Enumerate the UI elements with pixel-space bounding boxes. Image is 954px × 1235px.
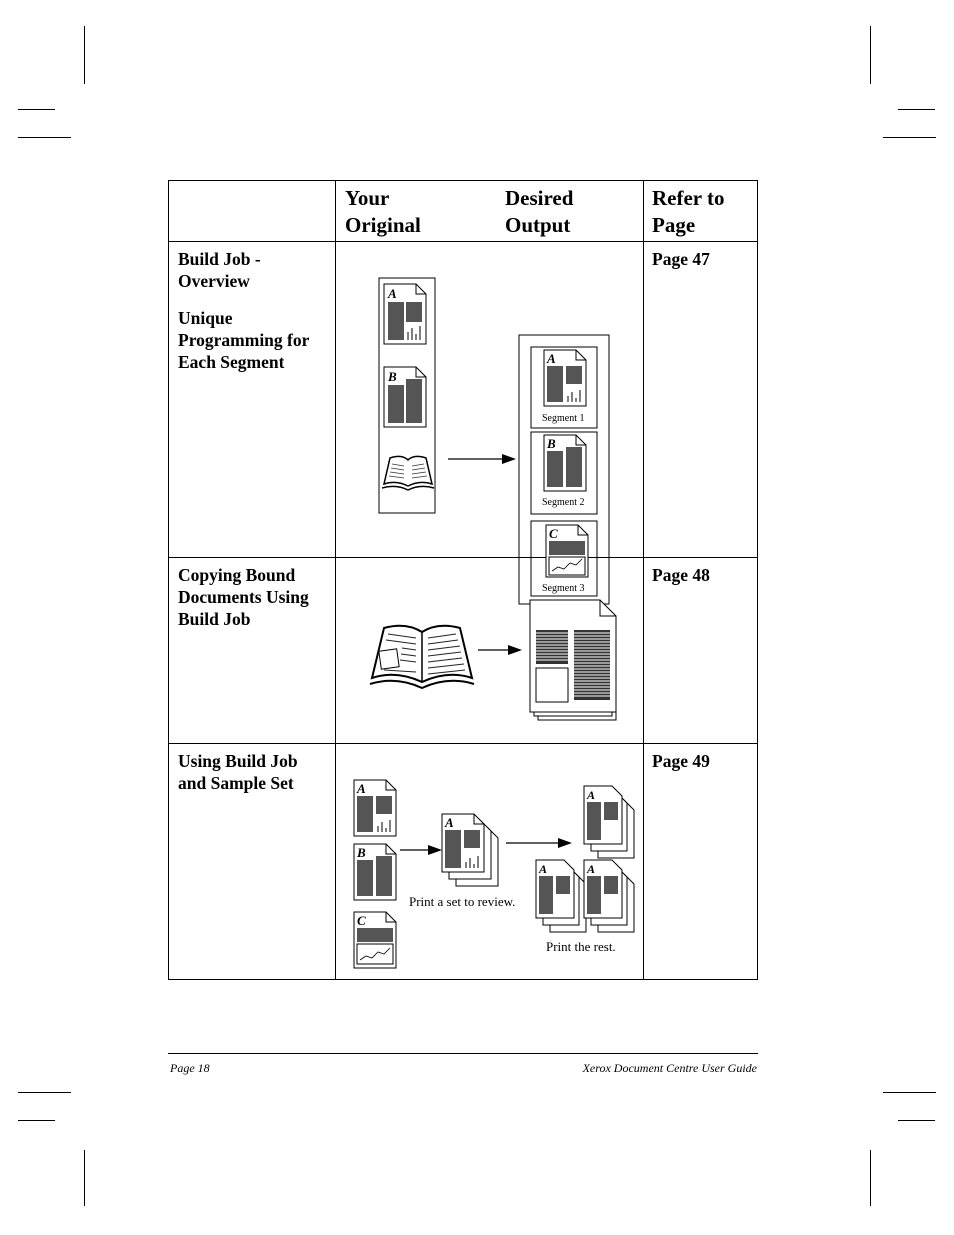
header-ref-line2: Page [652, 213, 696, 237]
page-a-icon: A [543, 349, 587, 407]
page-b-icon: B [543, 434, 587, 492]
row-illustration-cell: A B [335, 241, 644, 605]
crop-mark [18, 137, 71, 138]
page-reference: Page 47 [652, 249, 710, 269]
header-ref-cell: Refer to Page [643, 180, 758, 242]
arrow-icon [400, 845, 442, 855]
page-b-icon: B [353, 843, 397, 901]
arrow-icon [448, 454, 516, 464]
crop-mark [18, 1120, 55, 1121]
page-reference: Page 48 [652, 565, 710, 585]
crop-mark [84, 1150, 85, 1206]
header-original: Your Original [345, 185, 421, 239]
row-label-cell: Using Build Job and Sample Set [168, 743, 336, 980]
build-job-table: Your Original Desired Output Refer to Pa… [168, 180, 758, 980]
svg-text:A: A [387, 286, 397, 301]
header-ref: Refer to Page [652, 185, 725, 239]
crop-mark [898, 1120, 935, 1121]
header-original-line1: Your [345, 186, 390, 210]
svg-text:B: B [356, 845, 366, 860]
svg-text:A: A [356, 781, 366, 796]
output-set-icon: A [583, 859, 635, 933]
page-c-icon: C [353, 911, 397, 969]
segment-label: Segment 2 [542, 497, 585, 508]
open-book-icon [381, 455, 435, 491]
table-row: Build Job - Overview Unique Programming … [168, 241, 758, 605]
sample-set-icon: A [441, 813, 499, 887]
table-header-row: Your Original Desired Output Refer to Pa… [168, 180, 758, 242]
build-job-overview-diagram: A B [378, 277, 610, 605]
open-book-icon [369, 624, 475, 690]
svg-text:C: C [549, 526, 558, 541]
svg-text:A: A [586, 862, 595, 876]
page-b-icon: B [383, 366, 427, 428]
row-title: Copying Bound Documents Using Build Job [178, 565, 309, 629]
crop-mark [883, 1092, 936, 1093]
header-original-output-cell: Your Original Desired Output [335, 180, 644, 242]
output-set-icon: A [535, 859, 587, 933]
row-illustration-cell [335, 557, 644, 744]
crop-mark [84, 26, 85, 84]
svg-text:A: A [444, 815, 454, 830]
arrow-icon [478, 645, 522, 655]
footer-guide-title: Xerox Document Centre User Guide [582, 1061, 757, 1075]
crop-mark [883, 137, 936, 138]
row-ref-cell: Page 49 [643, 743, 758, 980]
crop-mark [870, 26, 871, 84]
crop-mark [898, 109, 935, 110]
table-row: Copying Bound Documents Using Build Job [168, 557, 758, 744]
arrow-icon [506, 838, 572, 848]
header-ref-line1: Refer to [652, 186, 725, 210]
segment-label: Segment 1 [542, 413, 585, 424]
svg-text:C: C [357, 913, 366, 928]
crop-mark [18, 109, 55, 110]
svg-text:A: A [538, 862, 547, 876]
row-label-cell: Build Job - Overview Unique Programming … [168, 241, 336, 558]
caption-review: Print a set to review. [409, 894, 516, 909]
svg-text:A: A [586, 788, 595, 802]
table-row: Using Build Job and Sample Set A B [168, 743, 758, 980]
row-subtitle: Unique Programming for Each Segment [178, 308, 310, 372]
crop-mark [870, 1150, 871, 1206]
svg-text:B: B [387, 369, 397, 384]
crop-mark [18, 1092, 71, 1093]
row-label-cell: Copying Bound Documents Using Build Job [168, 557, 336, 744]
row-illustration-cell: A B C [335, 743, 644, 980]
row-ref-cell: Page 47 [643, 241, 758, 558]
sample-set-diagram: A B C [353, 779, 635, 969]
page-a-icon: A [353, 779, 397, 837]
svg-text:B: B [546, 436, 556, 451]
page-a-icon: A [383, 283, 427, 345]
row-ref-cell: Page 48 [643, 557, 758, 744]
footer-rule [168, 1053, 758, 1054]
output-set-icon: A [583, 785, 635, 859]
header-original-line2: Original [345, 213, 421, 237]
page-reference: Page 49 [652, 751, 710, 771]
header-output: Desired Output [505, 185, 573, 239]
header-blank-cell [168, 180, 336, 242]
footer-page-number: Page 18 [170, 1061, 210, 1075]
header-output-line2: Output [505, 213, 571, 237]
row-title: Build Job - Overview [178, 249, 261, 291]
bound-document-diagram [369, 599, 617, 721]
row-title: Using Build Job and Sample Set [178, 751, 298, 793]
caption-rest: Print the rest. [546, 939, 616, 954]
header-output-line1: Desired [505, 186, 574, 210]
svg-text:A: A [546, 351, 556, 366]
copied-pages-icon [529, 599, 617, 721]
